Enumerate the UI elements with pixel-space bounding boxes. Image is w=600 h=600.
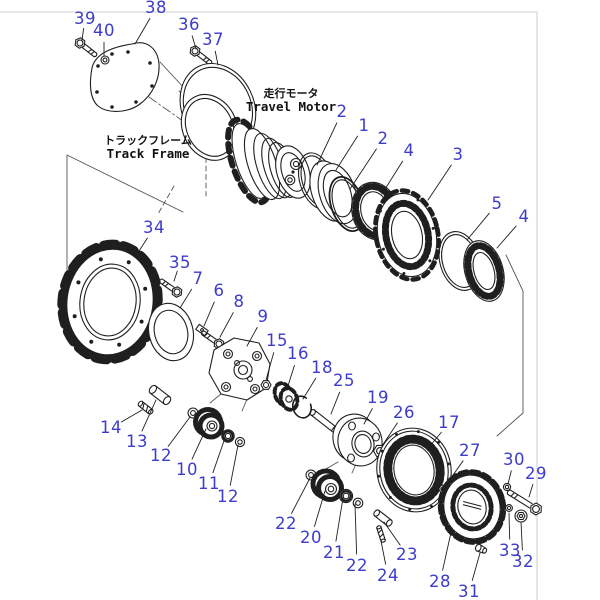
snap-ring-18 [290,394,314,420]
leader-line-8 [220,313,233,337]
spring-pin-14 [137,400,154,415]
caption-track-frame-jp: トラックフレーム [104,134,192,147]
washer-40 [100,55,110,65]
caption-travel-motor: 走行モータ Travel Motor [246,87,336,114]
washer-12-right [235,437,244,446]
seal-ring-7 [143,299,200,366]
caption-track-frame-en: Track Frame [106,146,190,161]
leader-line-22b [355,504,357,554]
leader-line-12b [230,445,238,485]
leader-line-9 [247,328,257,346]
leader-line-37 [215,51,218,65]
leader-line-13 [142,400,156,431]
leader-line-5 [467,213,489,240]
leader-line-23 [384,522,400,545]
leader-line-34 [139,238,147,251]
leader-line-28 [443,528,452,570]
leader-line-14 [121,410,142,422]
travel-motor-assembly [220,115,317,207]
leader-line-21 [336,498,343,541]
leader-line-16 [287,365,294,389]
leader-line-22a [292,478,310,513]
cover-28 [434,466,509,547]
leader-line-12a [168,417,190,446]
leader-line-18 [303,378,316,399]
bolt-39 [72,35,100,60]
leader-line-15 [266,353,274,380]
callout-leader-lines [82,18,533,580]
bearing-4-right [457,236,511,306]
caption-travel-motor-jp: 走行モータ [263,87,319,100]
leader-line-11 [213,438,225,473]
spring-pin-24 [376,525,385,543]
leader-line-10 [192,429,206,459]
coupling-gear-16 [272,381,300,412]
washer-33 [505,504,513,512]
leader-line-4a [382,161,403,194]
page-border [0,12,537,600]
leader-line-30 [508,471,511,484]
leader-line-17 [430,432,441,446]
leader-line-25 [331,392,340,414]
leader-line-31 [472,553,480,580]
cover-plate-38 [90,43,159,112]
planet-gear-10 [196,410,223,438]
caption-travel-motor-en: Travel Motor [245,99,337,114]
pin-13 [148,384,172,406]
leader-line-29 [529,484,533,497]
leader-line-26 [382,423,397,446]
planet-carrier-19 [328,410,386,470]
washer-22-right [353,498,363,508]
leader-line-33 [509,513,510,539]
bearing-21 [339,489,352,502]
leader-line-2b [350,149,376,189]
leader-line-38 [135,18,150,44]
planet-gear-20 [313,471,342,500]
leader-line-6 [204,302,214,326]
nut-15 [260,380,272,390]
leader-line-24 [381,541,386,564]
leader-line-39 [82,28,84,40]
bearing-11 [222,430,234,442]
leader-line-7 [180,289,192,308]
ring-gear-17 [370,422,458,518]
pin-23 [373,509,394,527]
caption-track-frame: トラックフレーム Track Frame [104,134,192,161]
washer-30 [502,482,512,492]
bolt-32 [515,510,527,522]
leader-line-4b [497,226,516,248]
leader-line-19 [364,409,372,424]
leader-line-27 [446,461,463,485]
sprocket-34 [56,239,165,365]
leader-line-35 [174,271,177,281]
leader-line-2a [317,123,337,165]
leader-line-3 [428,165,451,200]
plug-31 [474,543,487,554]
leader-line-1 [336,136,358,170]
leader-line-20 [314,491,325,526]
leader-line-36 [192,36,196,49]
ring-gear-3 [367,185,446,286]
case-drum-1 [303,154,365,231]
leader-line-32 [521,522,522,550]
planet-carrier-9 [209,338,270,400]
